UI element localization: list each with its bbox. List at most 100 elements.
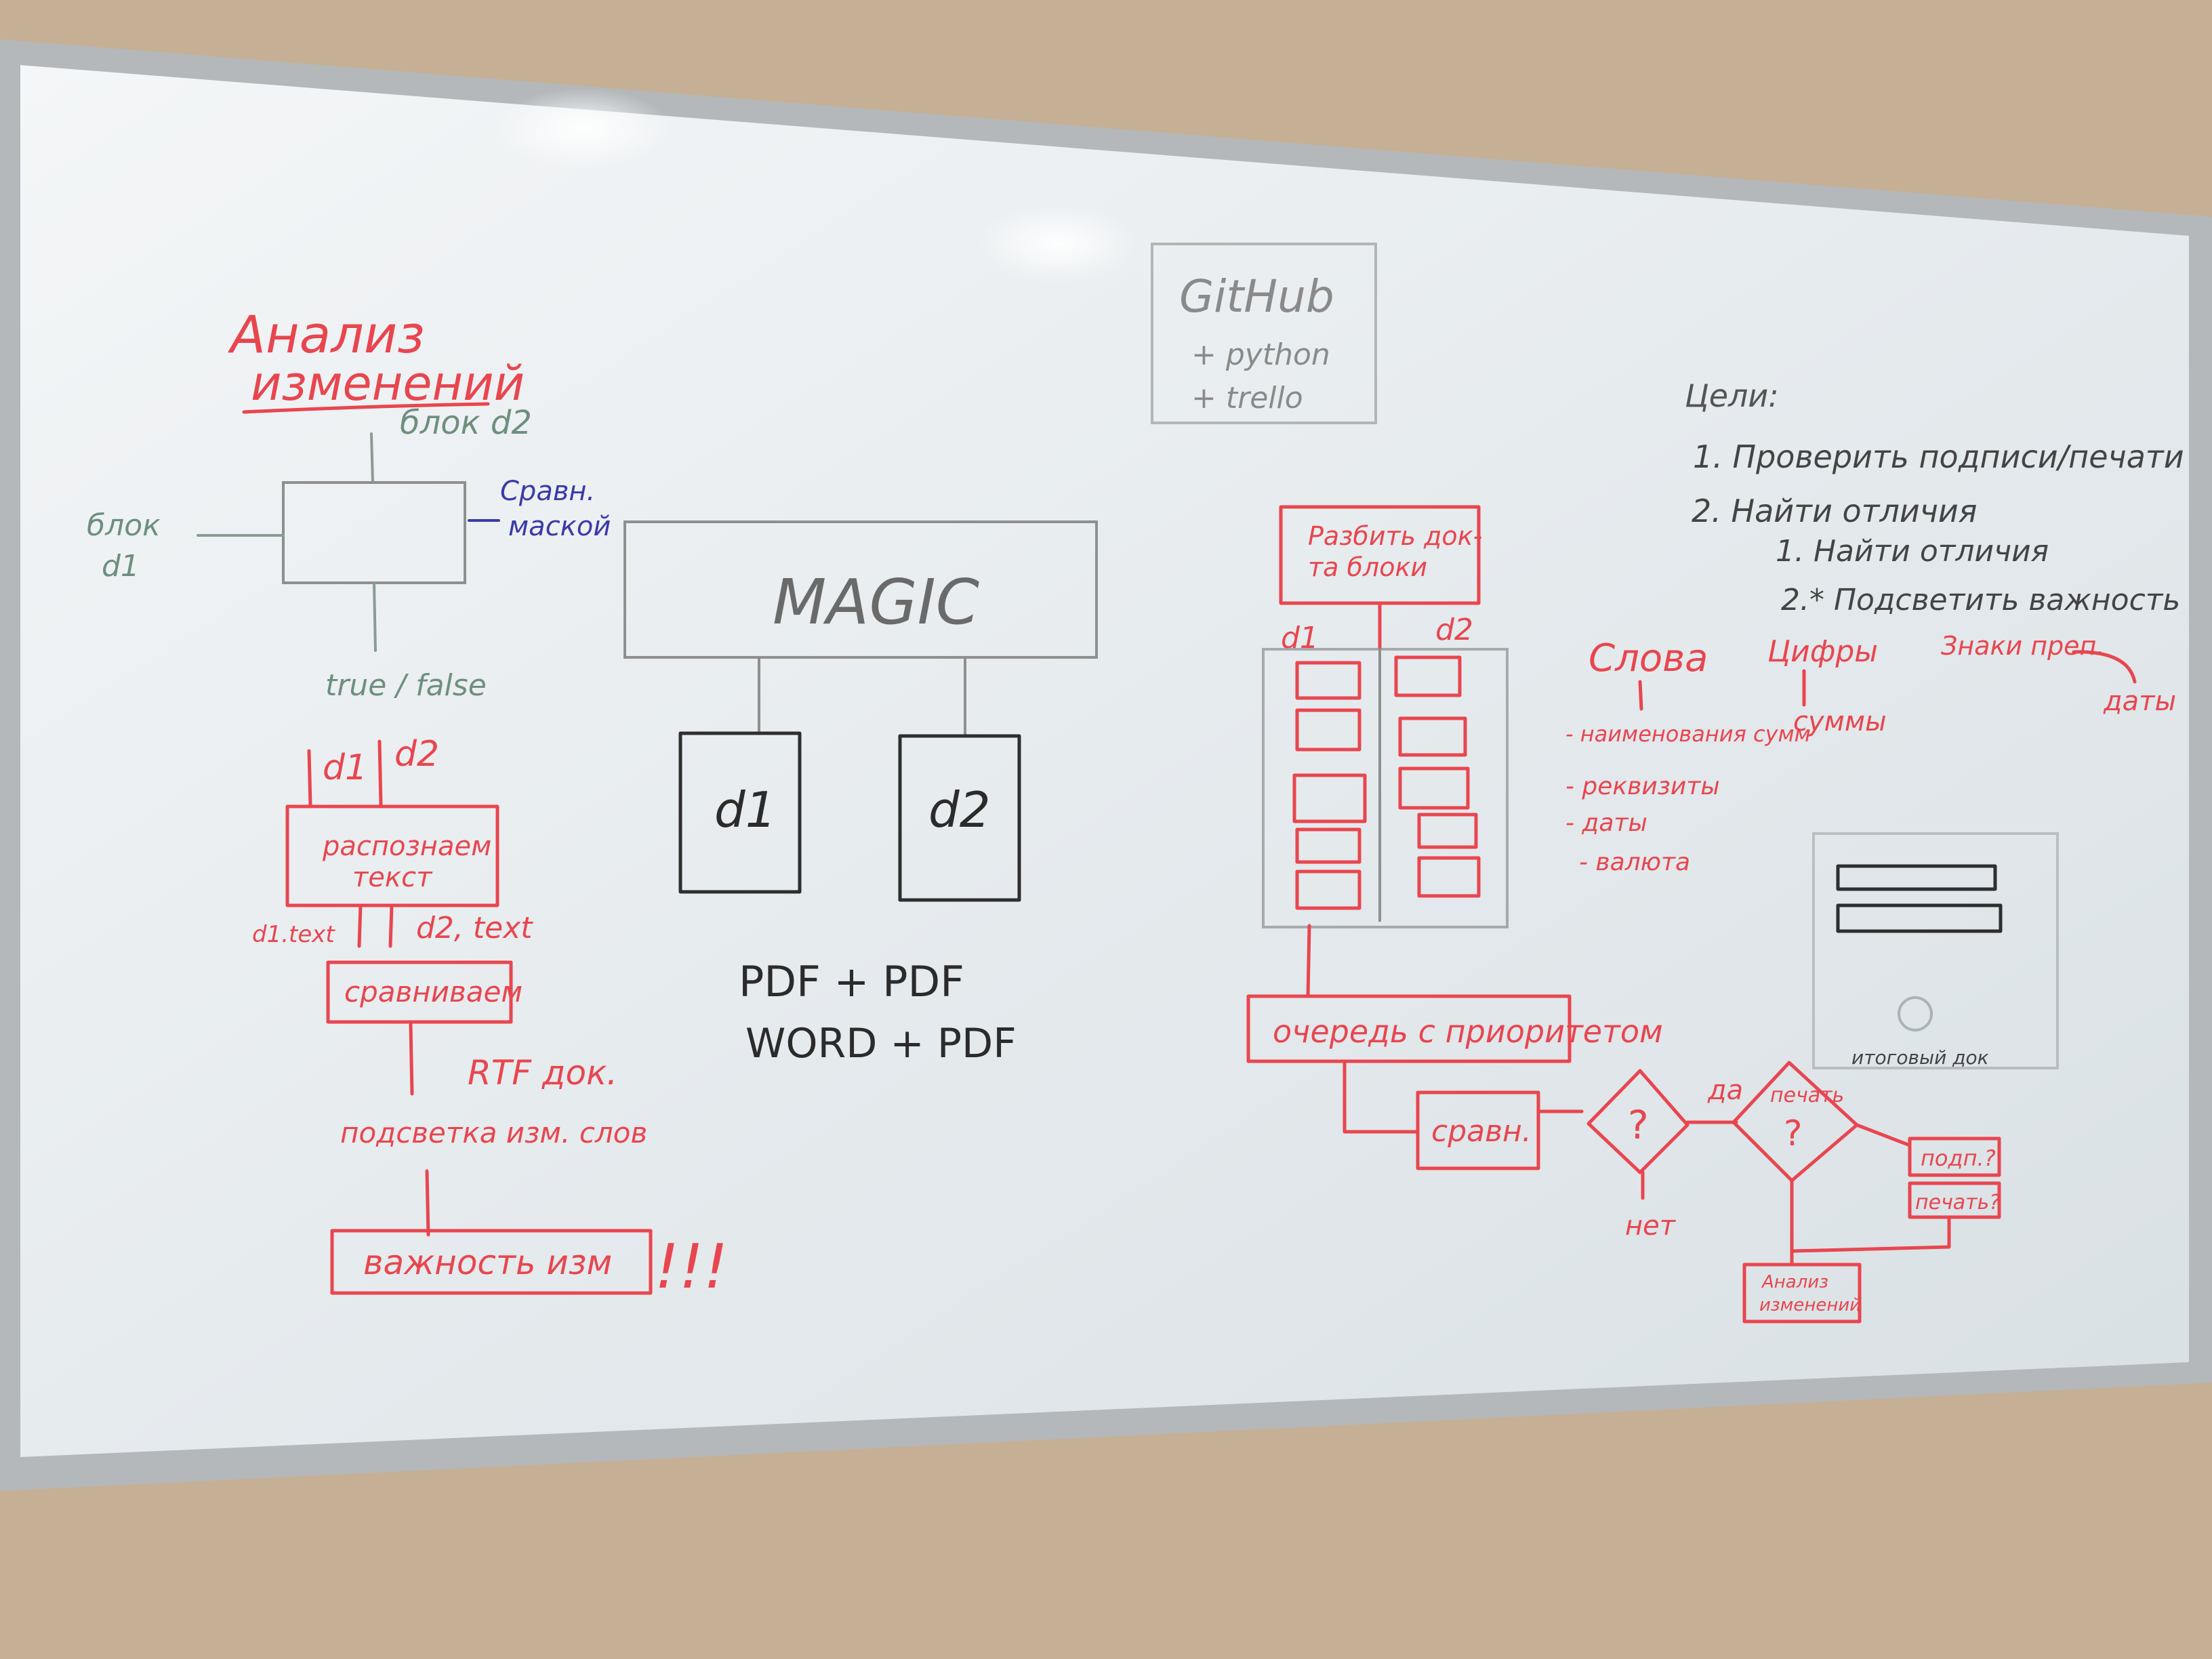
yes-label: да	[1707, 1075, 1743, 1106]
stack-github: GitHub	[1179, 270, 1334, 323]
mockup-frame	[1812, 832, 2059, 1069]
stamp-question-a: печать	[1770, 1084, 1844, 1107]
digits-label: Цифры	[1767, 634, 1878, 669]
word-item: - реквизиты	[1565, 773, 1720, 800]
d2-label: d2	[394, 734, 439, 775]
arrow-down	[370, 432, 374, 484]
goals-heading: Цели:	[1685, 377, 1779, 414]
stamp-question-b: ?	[1784, 1113, 1803, 1154]
dates-label: даты	[2103, 686, 2176, 717]
compare-step-box	[1416, 1090, 1540, 1170]
arrow-down	[388, 903, 394, 948]
highlight-label: подсветка изм. слов	[340, 1116, 647, 1149]
analysis-label-a: Анализ	[1761, 1272, 1828, 1292]
branch	[1855, 1123, 1912, 1147]
magic-label: MAGIC	[773, 566, 979, 638]
light-glare	[976, 203, 1139, 285]
block	[1417, 813, 1478, 849]
analysis-label-b: изменений	[1759, 1295, 1861, 1315]
compare-box	[326, 960, 513, 1024]
word-item: - наименования сумм	[1565, 721, 1811, 747]
block	[1295, 708, 1361, 752]
recognize-label-b: текст	[352, 862, 433, 893]
importance-box	[330, 1229, 653, 1295]
title-line-2: изменений	[251, 356, 525, 411]
stamp-box	[1908, 1181, 2001, 1219]
block	[1394, 655, 1462, 697]
recognize-label-a: распознаем	[322, 831, 491, 862]
mockup-circle	[1898, 996, 1933, 1031]
words-label: Слова	[1589, 636, 1708, 680]
blocks-panel	[1262, 648, 1509, 928]
exclaim-label: !!!	[655, 1231, 728, 1303]
arrow-down	[409, 1023, 414, 1096]
mockup-footer: итоговый док	[1851, 1046, 1989, 1069]
compare-mask-a: Сравн.	[500, 476, 595, 507]
block	[1398, 766, 1470, 810]
doc-d2-label: d2	[928, 781, 991, 838]
doc-d2	[898, 734, 1021, 902]
stack-trello: + trello	[1191, 381, 1303, 415]
decision-question: ?	[1628, 1102, 1649, 1148]
mockup-field	[1836, 864, 1997, 891]
arrow-down	[357, 903, 363, 948]
title-underline	[242, 402, 490, 414]
sig-box	[1908, 1136, 2001, 1177]
word-item: - даты	[1565, 809, 1647, 837]
true-false-label: true / false	[325, 668, 487, 703]
arrow-down	[1638, 680, 1643, 711]
queue-box	[1246, 994, 1572, 1063]
block-d1-label: блок	[87, 508, 161, 543]
light-glare	[495, 88, 671, 169]
block-d1-sub: d1	[102, 549, 140, 583]
compare-step-label: сравн.	[1431, 1114, 1532, 1149]
format-pdf-pdf: PDF + PDF	[739, 957, 964, 1006]
sig-box-label: подп.?	[1921, 1145, 1996, 1171]
magic-box	[623, 520, 1098, 659]
goal-2: 2. Найти отличия	[1692, 493, 1977, 529]
block	[1292, 773, 1367, 823]
stack-box	[1151, 243, 1377, 424]
arrow-down	[373, 581, 377, 652]
sums-label: суммы	[1793, 706, 1887, 737]
arrow-down	[377, 739, 383, 807]
arrow-down	[425, 1169, 430, 1237]
word-item: - валюта	[1579, 848, 1690, 876]
title-line-1: Анализ	[227, 304, 425, 365]
d1-blocks	[1292, 661, 1367, 910]
goal-1: 1. Проверить подписи/печати	[1693, 438, 2184, 475]
queue-label: очередь с приоритетом	[1273, 1013, 1663, 1050]
d1-text-label: d1.text	[252, 921, 335, 948]
d1-label: d1	[323, 747, 367, 788]
stamp-box-label: печать?	[1915, 1191, 2000, 1214]
d2-text-label: d2, text	[416, 911, 533, 945]
block	[1417, 856, 1481, 898]
return-line	[1791, 1215, 1951, 1253]
block	[1398, 716, 1467, 757]
signs-label: Знаки преп.	[1941, 631, 2105, 661]
block	[1295, 661, 1361, 700]
compare-box-label: сравниваем	[344, 975, 523, 1008]
block-d2-label: блок d2	[400, 404, 532, 442]
doc-d1-label: d1	[714, 781, 777, 838]
whiteboard	[20, 65, 2189, 1457]
mockup-field	[1836, 903, 2003, 933]
format-word-pdf: WORD + PDF	[745, 1020, 1017, 1067]
no-label: нет	[1625, 1210, 1677, 1242]
split-label-b: та блоки	[1308, 552, 1427, 582]
block	[1295, 869, 1361, 910]
stack-python: + python	[1191, 337, 1330, 372]
arrow-to-compare	[1343, 1059, 1418, 1134]
goal-2-1: 1. Найти отличия	[1776, 534, 2049, 569]
arrow-down	[1306, 924, 1311, 998]
split-label-a: Разбить док-	[1308, 521, 1482, 551]
col-d2-label: d2	[1435, 613, 1473, 647]
importance-label: важность изм	[363, 1243, 612, 1282]
arrow-down	[307, 749, 312, 807]
decision-diamond	[1586, 1069, 1689, 1174]
block	[1295, 827, 1361, 864]
arrow-curve	[2072, 650, 2137, 684]
d2-blocks	[1394, 655, 1481, 898]
analysis-box	[1742, 1263, 1862, 1324]
